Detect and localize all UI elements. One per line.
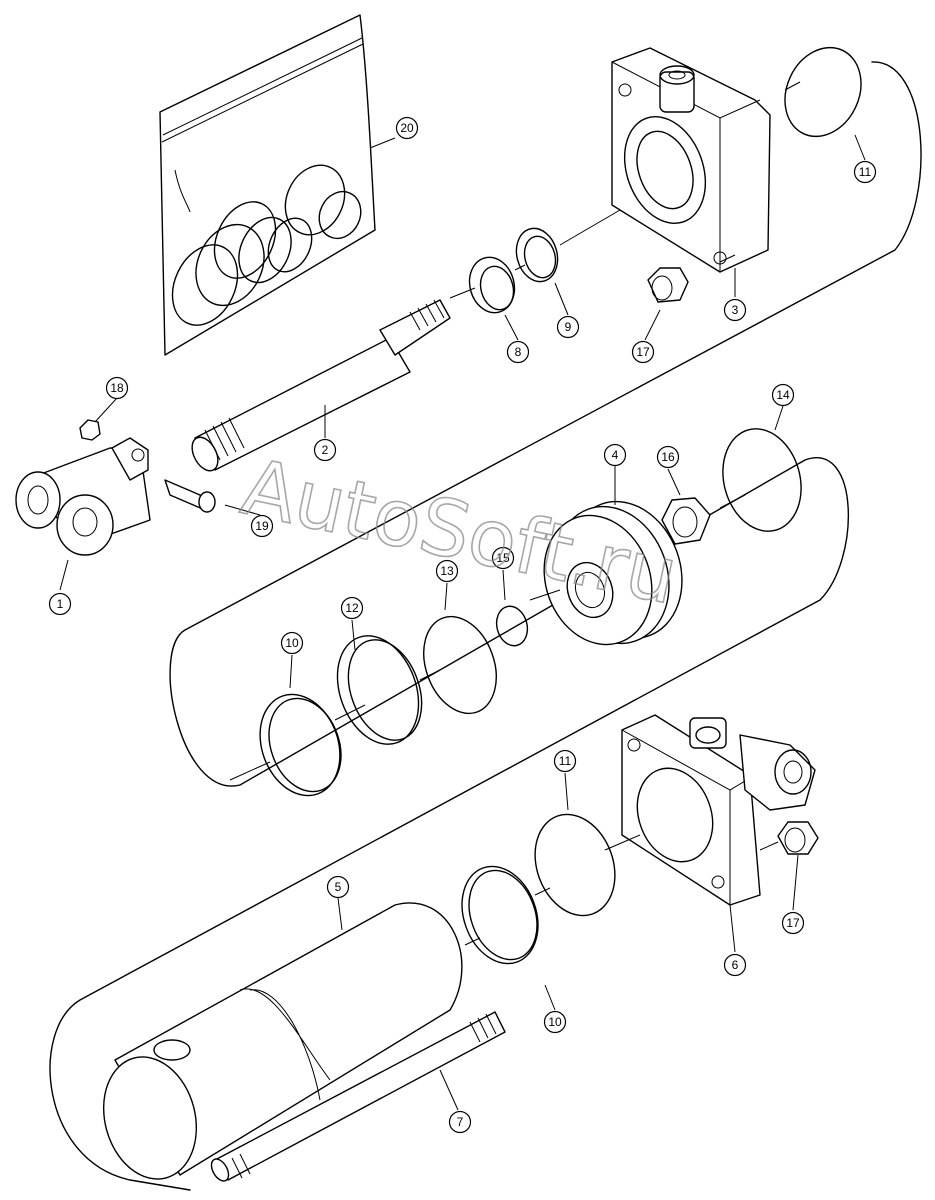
o-ring-10-upper — [259, 693, 342, 797]
callout-label: 2 — [322, 443, 329, 457]
callout-label: 20 — [400, 121, 414, 135]
cap-screw-19 — [164, 479, 216, 513]
callout-label: 6 — [732, 958, 739, 972]
callout-6: 6 — [723, 953, 747, 977]
callout-label: 19 — [255, 519, 269, 533]
callout-label: 12 — [345, 601, 359, 615]
clevis — [15, 437, 151, 556]
lock-nut-18 — [79, 419, 101, 441]
tie-rod — [210, 1011, 506, 1182]
callout-label: 5 — [335, 880, 342, 894]
backup-ring-12 — [336, 635, 423, 745]
callout-label: 1 — [57, 597, 64, 611]
hex-nut-17-upper — [647, 267, 689, 303]
callout-13: 13 — [435, 559, 459, 583]
callout-label: 11 — [859, 165, 872, 179]
callout-label: 7 — [457, 1115, 464, 1129]
callout-label: 3 — [732, 303, 739, 317]
rod-seal-9 — [515, 227, 559, 283]
callout-14: 14 — [771, 383, 795, 407]
callout-2: 2 — [313, 438, 337, 462]
callout-label: 17 — [636, 345, 650, 359]
callout-label: 15 — [496, 551, 510, 565]
callout-label: 9 — [565, 320, 572, 334]
callout-17-upper: 17 — [631, 340, 655, 364]
wear-ring-13 — [423, 615, 497, 715]
callout-label: 4 — [612, 448, 619, 462]
hex-nut-17-lower — [777, 821, 819, 855]
callout-12: 12 — [340, 596, 364, 620]
callout-8: 8 — [506, 340, 530, 364]
callout-11-lower: 11 — [553, 749, 577, 773]
callout-16: 16 — [656, 445, 680, 469]
seal-kit-bag — [159, 14, 376, 356]
callout-label: 18 — [110, 381, 124, 395]
callout-18: 18 — [105, 376, 129, 400]
wiper-seal-8 — [468, 256, 516, 314]
callout-label: 11 — [559, 754, 572, 768]
nut-16 — [661, 497, 711, 545]
callout-label: 8 — [515, 345, 522, 359]
callout-17-lower: 17 — [781, 911, 805, 935]
piston — [543, 500, 683, 646]
piston-rod — [191, 299, 451, 472]
callout-4: 4 — [603, 443, 627, 467]
callout-19: 19 — [250, 514, 274, 538]
rod-end-cap — [611, 47, 771, 273]
callout-label: 10 — [285, 636, 299, 650]
o-ring-11-upper — [784, 46, 862, 138]
callout-11-upper: 11 — [853, 160, 877, 184]
piston-seal-14 — [722, 428, 802, 532]
callout-10-upper: 10 — [280, 631, 304, 655]
o-ring-10-lower — [461, 865, 539, 965]
callout-10-lower: 10 — [543, 1010, 567, 1034]
callout-20: 20 — [395, 116, 419, 140]
base-end-cap — [621, 714, 816, 906]
o-ring-11-lower — [534, 813, 616, 917]
cylinder-barrel — [102, 902, 463, 1180]
callout-3: 3 — [723, 298, 747, 322]
callout-label: 14 — [776, 388, 790, 402]
callout-label: 10 — [548, 1015, 562, 1029]
callout-1: 1 — [48, 592, 72, 616]
o-ring-15 — [495, 605, 529, 647]
callout-label: 13 — [440, 564, 454, 578]
watermark-text: AutoSoft.ru — [235, 443, 685, 623]
leader-lines — [59, 134, 866, 1111]
callout-label: 17 — [786, 916, 800, 930]
callout-7: 7 — [448, 1110, 472, 1134]
callout-9: 9 — [556, 315, 580, 339]
callout-15: 15 — [491, 546, 515, 570]
assembly-outline — [49, 61, 922, 1191]
callout-5: 5 — [326, 875, 350, 899]
callout-label: 16 — [661, 450, 675, 464]
